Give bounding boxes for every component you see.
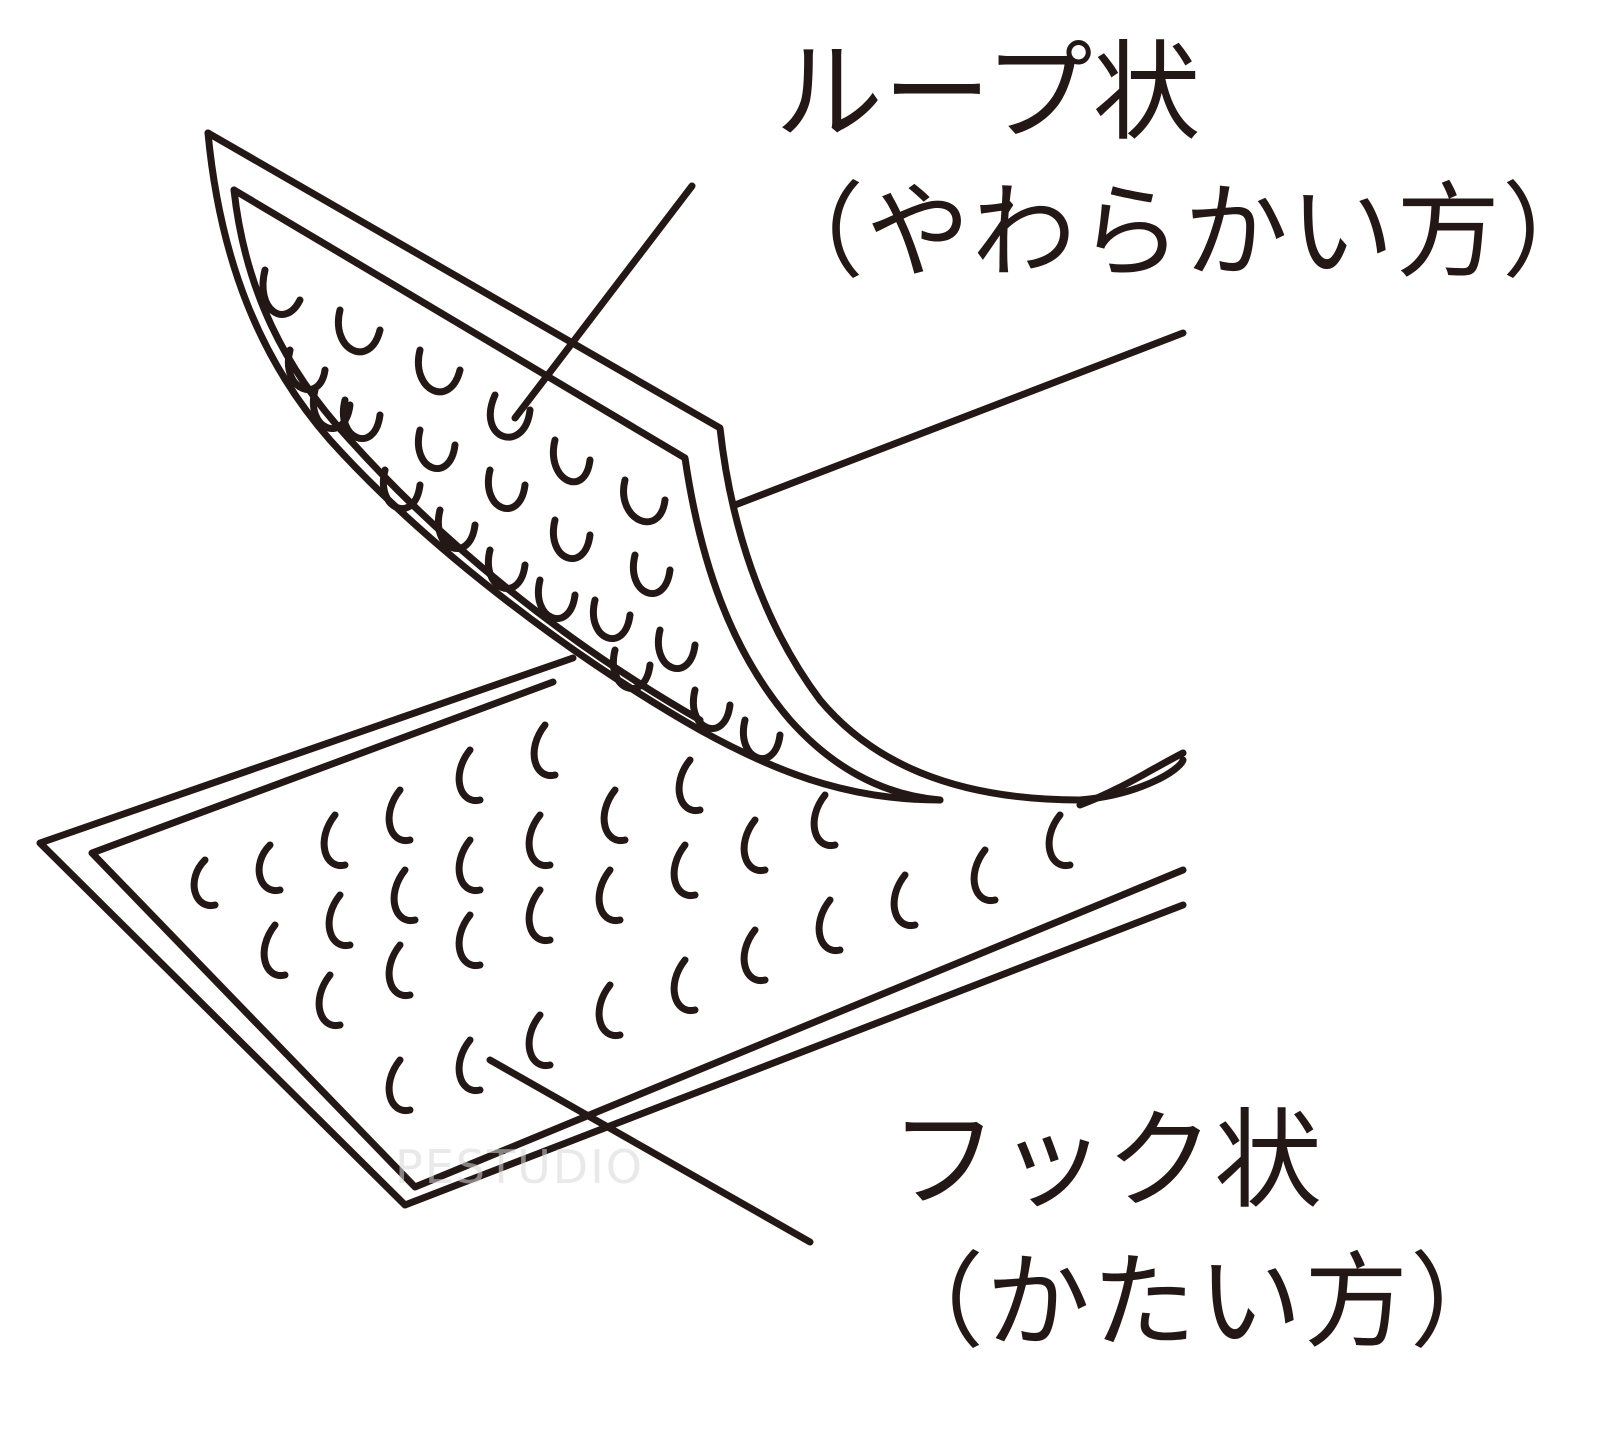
loop-side-subtitle: （やわらかい方） [760,171,1600,293]
loop-loops [259,266,784,762]
hook-leader-line [486,1056,814,1246]
loop-flap-inner-edge [230,186,944,804]
loop-leader-line [511,182,696,422]
loop-side-title: ループ状 [775,31,1201,156]
watermark: PESTUDIO [395,1140,644,1194]
hook-side-subtitle: （かたい方） [880,1241,1517,1363]
hook-strip-inner-edge [88,678,1187,1191]
loop-flap-outer-curve [204,129,944,804]
loop-flap-inner-curve [230,186,704,724]
hook-strip-outer-edge [36,654,1187,1209]
loop-flap-outer-edge [204,129,1187,804]
hook-side-title: フック状 [890,1099,1323,1224]
loop-flap-backing-line [731,329,1187,509]
loop-flap [204,129,1187,804]
hook-hooks [190,721,1074,1114]
